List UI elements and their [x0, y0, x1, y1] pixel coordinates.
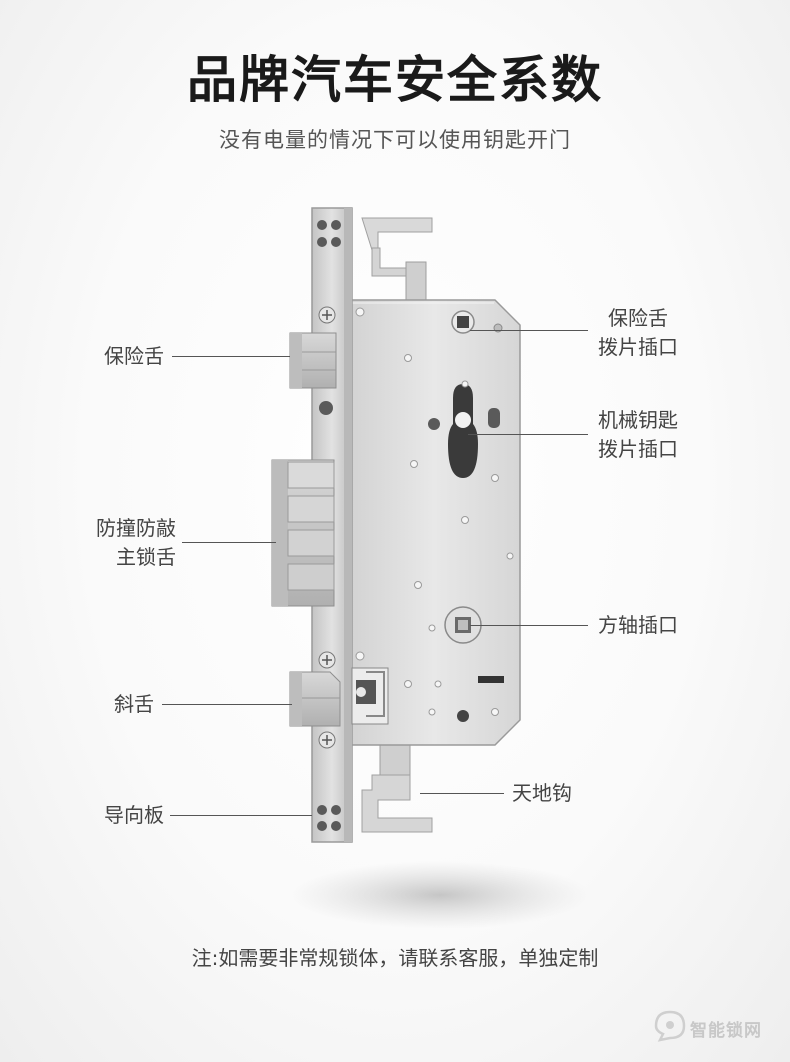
label-slant-latch: 斜舌 — [60, 690, 154, 719]
label-slant-latch-text: 斜舌 — [114, 692, 154, 716]
label-guard-slot-line1: 保险舌 — [608, 306, 668, 330]
label-guide-plate-text: 导向板 — [104, 803, 164, 827]
slant-latch — [289, 667, 389, 727]
label-guard-slot: 保险舌 拨片插口 — [598, 304, 748, 362]
key-cylinder-hole — [428, 384, 500, 478]
guard-latch-leader — [172, 356, 290, 357]
guard-slot-leader — [470, 330, 588, 331]
page-subtitle: 没有电量的情况下可以使用钥匙开门 — [219, 128, 571, 152]
sky-earth-hook-leader — [420, 793, 504, 794]
label-key-slot-line1: 机械钥匙 — [598, 408, 678, 432]
key-slot-leader — [468, 434, 588, 435]
label-main-bolt-line1: 防撞防敲 — [96, 516, 176, 540]
watermark: 智能锁网 — [650, 1004, 780, 1044]
body-rivets — [355, 307, 514, 716]
label-main-bolt: 防撞防敲 主锁舌 — [40, 514, 176, 572]
guard-slot — [451, 310, 503, 334]
watermark-logo-icon — [654, 1010, 686, 1042]
label-guard-slot-line2: 拨片插口 — [598, 335, 678, 359]
label-guard-latch: 保险舌 — [60, 342, 164, 371]
label-guard-latch-text: 保险舌 — [104, 344, 164, 368]
watermark-text: 智能锁网 — [690, 1021, 762, 1041]
label-sky-earth-hook-text: 天地钩 — [512, 781, 572, 805]
page-title: 品牌汽车安全系数 — [187, 51, 603, 109]
footer-note: 注:如需要非常规锁体，请联系客服，单独定制 — [191, 946, 599, 970]
label-key-slot-line2: 拨片插口 — [598, 437, 678, 461]
main-bolt-leader — [182, 542, 276, 543]
body-hole — [457, 710, 469, 722]
face-plate-holes — [317, 220, 341, 831]
body-slot — [478, 676, 504, 683]
square-shaft-socket — [444, 606, 482, 644]
main-bolt — [271, 459, 335, 607]
label-square-shaft: 方轴插口 — [598, 611, 748, 640]
label-key-slot: 机械钥匙 拨片插口 — [598, 406, 748, 464]
screws — [318, 306, 336, 749]
label-square-shaft-text: 方轴插口 — [598, 613, 678, 637]
top-sky-hook — [361, 217, 433, 303]
square-shaft-leader — [470, 625, 588, 626]
drop-shadow — [290, 861, 590, 929]
label-guide-plate: 导向板 — [50, 801, 164, 830]
guide-plate-leader — [170, 815, 312, 816]
bottom-earth-hook — [361, 741, 433, 833]
slant-latch-leader — [162, 704, 292, 705]
label-sky-earth-hook: 天地钩 — [512, 779, 662, 808]
guard-latch-bolt — [289, 332, 337, 389]
label-main-bolt-line2: 主锁舌 — [116, 545, 176, 569]
